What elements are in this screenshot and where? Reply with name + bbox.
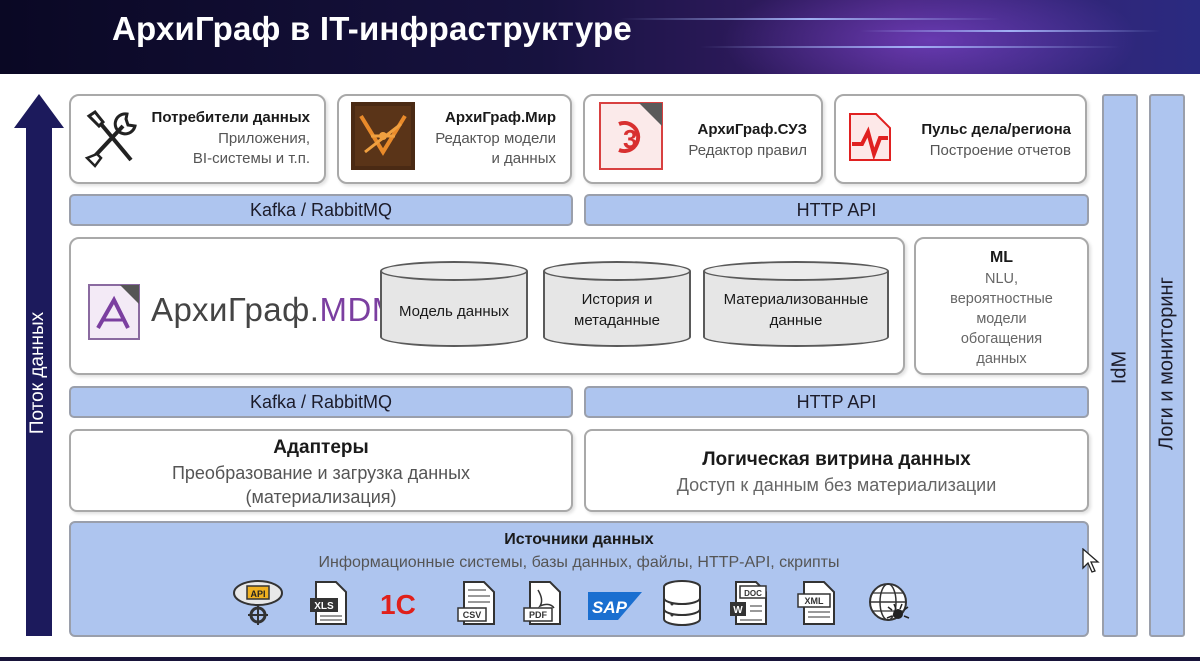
consumer-tile-archigraph-suz: 3 АрхиГраф.СУЗ Редактор правил <box>583 94 823 184</box>
consumer-sub: Построение отчетов <box>929 142 1071 159</box>
consumer-sub: Редактор правил <box>688 142 807 159</box>
consumer-title: АрхиГраф.СУЗ <box>697 121 807 138</box>
consumer-title: Пульс дела/региона <box>921 121 1071 138</box>
database-icon <box>663 580 701 626</box>
adapters-block: Адаптеры Преобразование и загрузка данны… <box>69 429 573 512</box>
svg-text:SAP: SAP <box>592 598 628 617</box>
consumer-tile-archigraph-mir: АрхиГраф.Мир Редактор модели и данных <box>337 94 572 184</box>
store-data-model: Модель данных <box>380 261 528 353</box>
svg-text:PDF: PDF <box>529 610 548 620</box>
pdf-icon: PDF <box>523 581 561 625</box>
adapters-line1: Преобразование и загрузка данных <box>171 463 471 483</box>
svg-text:XML: XML <box>805 596 825 606</box>
logs-monitoring-bar <box>1149 94 1185 637</box>
adapters-title: Адаптеры <box>273 437 369 458</box>
consumer-tile-data-consumers: Потребители данных Приложения, BI-систем… <box>69 94 326 184</box>
svg-text:W: W <box>733 605 743 616</box>
idm-bar <box>1102 94 1138 637</box>
archigraph-mir-logo <box>351 102 415 170</box>
web-crawler-icon <box>869 583 910 621</box>
consumer-sub: Приложения, <box>218 130 310 147</box>
banner-streak <box>700 46 1120 48</box>
logical-mart-block: Логическая витрина данных Доступ к данны… <box>584 429 1089 512</box>
svg-text:CSV: CSV <box>463 610 482 620</box>
consumer-sub: BI-системы и т.п. <box>192 150 310 167</box>
mdm-logo-main: АрхиГраф. <box>151 291 320 328</box>
sap-icon: SAP <box>588 592 642 620</box>
pulse-logo <box>849 113 891 161</box>
doc-icon: DOC W <box>730 581 767 625</box>
adapters-line2: (материализация) <box>245 487 397 507</box>
logs-monitoring-label: Логи и мониторинг <box>1155 277 1178 450</box>
store-label: Модель данных <box>399 303 509 320</box>
svg-text:DOC: DOC <box>744 589 762 598</box>
xml-icon: XML <box>797 581 835 625</box>
data-flow-label: Поток данных <box>27 311 48 435</box>
idm-label: IdM <box>1108 350 1131 385</box>
bus-kafka-rabbitmq-bottom: Kafka / RabbitMQ <box>69 386 573 418</box>
archigraph-mdm-logo-icon <box>88 284 140 340</box>
consumer-sub: и данных <box>491 150 557 167</box>
sources-block: Источники данных Информационные системы,… <box>69 521 1089 637</box>
api-icon: API <box>233 580 283 625</box>
ml-title: ML <box>989 249 1014 266</box>
csv-icon: CSV <box>457 581 495 625</box>
consumer-sub: Редактор модели <box>435 130 556 147</box>
tools-icon <box>84 109 137 168</box>
logical-mart-line1: Доступ к данным без материализации <box>676 475 997 495</box>
logical-mart-title: Логическая витрина данных <box>702 449 971 470</box>
banner-glow <box>720 0 1140 74</box>
mdm-logo-text: АрхиГраф.MDM <box>151 291 400 329</box>
1c-icon: 1С <box>380 589 416 620</box>
slide-title: АрхиГраф в IT-инфраструктуре <box>112 10 632 47</box>
bottom-strip <box>0 657 1200 661</box>
sources-title: Источники данных <box>504 531 654 548</box>
consumer-title: Потребители данных <box>151 109 310 126</box>
title-banner <box>0 0 1200 74</box>
sources-subtitle: Информационные системы, базы данных, фай… <box>318 554 840 571</box>
archigraph-suz-logo: 3 <box>599 102 663 170</box>
bus-http-api-top: HTTP API <box>584 194 1089 226</box>
xls-icon: XLS <box>310 581 347 625</box>
svg-text:XLS: XLS <box>314 601 334 612</box>
banner-streak <box>620 18 1000 20</box>
svg-text:3: 3 <box>623 124 637 154</box>
bus-kafka-rabbitmq-top: Kafka / RabbitMQ <box>69 194 573 226</box>
mouse-cursor-icon <box>1082 548 1100 573</box>
data-flow-arrow <box>14 94 64 636</box>
bus-http-api-bottom: HTTP API <box>584 386 1089 418</box>
svg-text:API: API <box>250 589 265 599</box>
consumer-title: АрхиГраф.Мир <box>445 109 556 126</box>
consumer-tile-pulse: Пульс дела/региона Построение отчетов <box>834 94 1087 184</box>
svg-text:1С: 1С <box>380 589 416 620</box>
banner-streak <box>860 30 1160 32</box>
